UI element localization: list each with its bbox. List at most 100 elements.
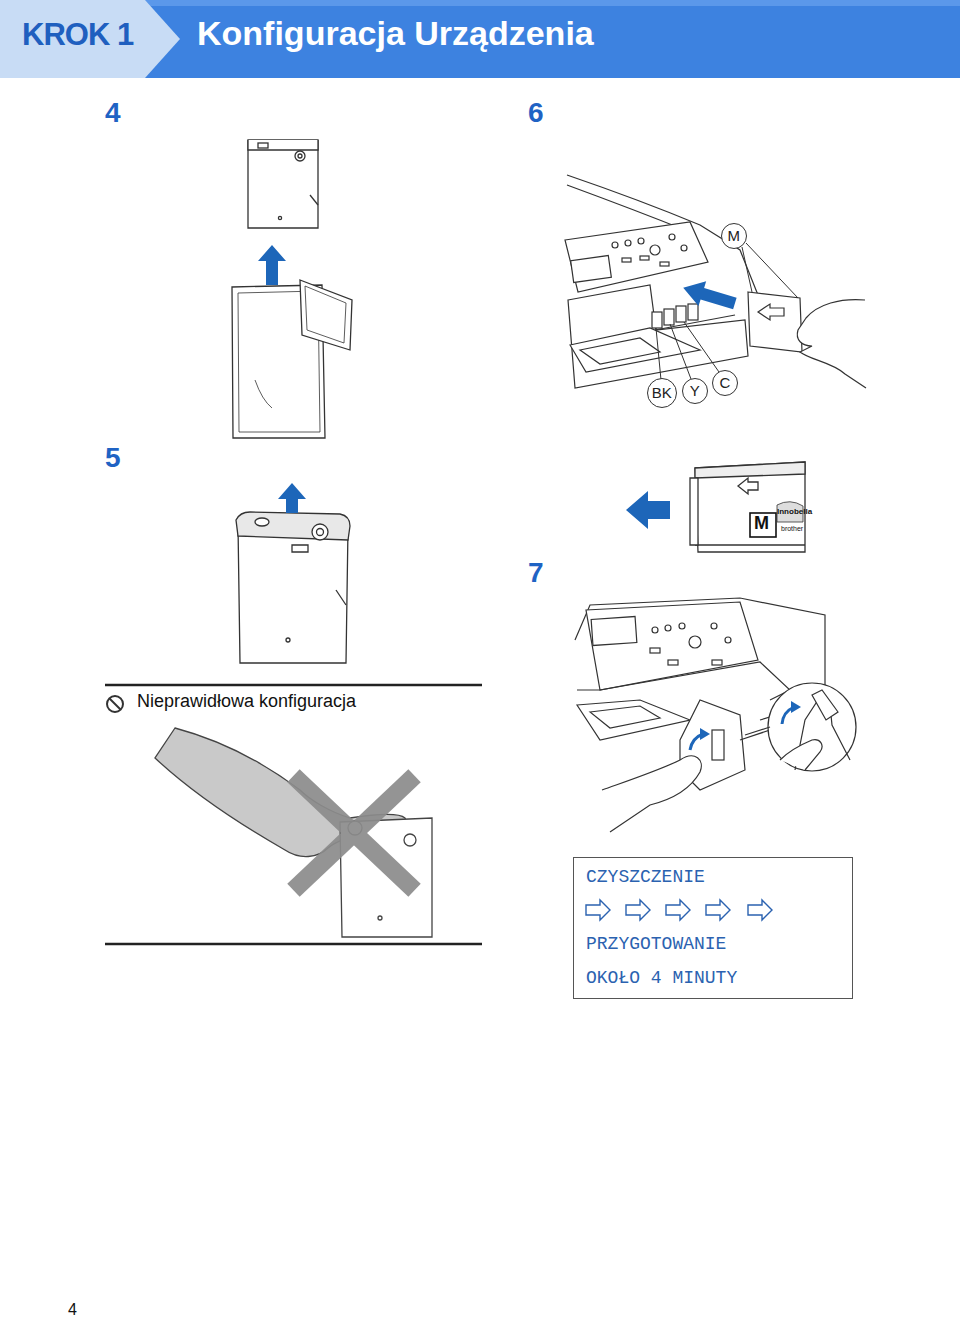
printer-step6 — [565, 175, 760, 388]
up-arrow-part — [258, 245, 286, 285]
printer-step7 — [575, 598, 856, 832]
leader-lines-part — [656, 328, 661, 380]
cartridge-step7 — [690, 462, 805, 552]
printer-step6-part — [565, 222, 708, 292]
hand-cartridge-step6-part — [758, 304, 784, 320]
printer-step7-part — [712, 730, 724, 760]
cartridge-unpack-part — [310, 195, 318, 205]
callout-label: Y — [690, 383, 700, 398]
cartridge-unpack-part — [248, 140, 318, 228]
cartridge-cap-part — [336, 590, 346, 605]
printer-step6-part — [638, 238, 644, 244]
rule-lines-part — [105, 684, 482, 686]
callout-label: BK — [652, 385, 672, 400]
printer-step7-part — [665, 625, 671, 631]
progress-arrows-part — [586, 900, 610, 920]
header-band-part — [0, 0, 960, 78]
cartridge-step7-part — [695, 544, 805, 545]
printer-step6-part — [676, 306, 686, 322]
printer-step6-part — [652, 312, 662, 328]
cartridge-step7-part — [695, 462, 805, 552]
cartridge-unpack — [232, 140, 352, 438]
printer-step6-part — [688, 304, 698, 320]
lcd-message: OKOŁO 4 MINUTY — [586, 969, 737, 989]
wrong-hand-part — [378, 916, 382, 920]
progress-arrows-part — [666, 900, 690, 920]
printer-step7-part — [725, 637, 731, 643]
step-number: 4 — [105, 98, 121, 129]
printer-step6-part — [681, 245, 687, 251]
wrong-hand — [155, 728, 432, 937]
prohibition-icon-part — [110, 699, 121, 710]
lcd-display: CZYSZCZENIE PRZYGOTOWANIE OKOŁO 4 MINUTY — [573, 857, 853, 999]
left-arrow-part — [626, 491, 670, 529]
cartridge-cap — [236, 512, 350, 663]
cartridge-unpack-part — [298, 154, 302, 158]
step-number: 5 — [105, 443, 121, 474]
page-number: 4 — [68, 1301, 77, 1317]
curved-arrowheads-part — [700, 728, 710, 740]
color-code: M — [754, 514, 769, 534]
printer-step6-part — [580, 338, 660, 364]
curved-arrows — [690, 707, 794, 750]
printer-step7-part — [689, 636, 701, 648]
callout-circle: C — [712, 370, 738, 396]
progress-arrows-part — [626, 900, 650, 920]
printer-step6-part — [660, 262, 669, 266]
progress-arrows-part — [748, 900, 772, 920]
printer-step7-part — [591, 616, 637, 645]
leader-lines — [656, 243, 798, 380]
step-number: 7 — [528, 558, 544, 589]
callout-circle: M — [721, 223, 747, 249]
printer-step7-part — [745, 727, 770, 735]
printer-step6-part — [655, 315, 735, 330]
leader-lines-part — [746, 243, 798, 298]
printer-step6-part — [570, 328, 700, 372]
printer-step7-part — [652, 627, 658, 633]
hand-cartridge-step6-part — [797, 300, 866, 388]
prohibition-icon — [107, 696, 123, 712]
cartridge-unpack-part — [248, 140, 318, 150]
cartridge-cap-part — [317, 529, 324, 536]
cartridge-unpack-part — [258, 143, 268, 148]
left-arrow — [679, 275, 738, 316]
cartridge-cap-part — [236, 512, 350, 540]
wrong-hand-part — [404, 834, 416, 846]
printer-step7-part — [650, 648, 660, 653]
printer-step7-part — [577, 700, 690, 740]
warning-heading: Nieprawidłowa konfiguracja — [137, 692, 356, 712]
step-label: KROK 1 — [22, 18, 133, 52]
cartridge-unpack-part — [295, 151, 305, 161]
printer-step7-part — [711, 623, 717, 629]
printer-step6-part — [622, 258, 631, 262]
printer-step6-part — [650, 245, 660, 255]
hand-cartridge-step6-part — [748, 292, 802, 352]
cartridge-cap-part — [312, 524, 328, 540]
cartridge-unpack-part — [278, 216, 281, 219]
callout-circle: Y — [682, 378, 708, 404]
lcd-message: CZYSZCZENIE — [586, 868, 705, 888]
cartridge-cap-part — [286, 638, 290, 642]
cartridge-unpack-part — [255, 380, 272, 408]
up-arrow — [278, 483, 306, 513]
cartridge-cap-part — [292, 545, 308, 552]
prohibition-icon-part — [107, 696, 123, 712]
printer-step6-part — [669, 234, 675, 240]
printer-step7-part — [812, 690, 838, 720]
printer-step6-part — [664, 309, 674, 325]
lcd-message: PRZYGOTOWANIE — [586, 935, 726, 955]
curved-arrowheads-part — [791, 701, 801, 713]
leader-lines-part — [742, 247, 752, 292]
printer-step7-part — [668, 660, 678, 665]
printer-step7-part — [679, 623, 685, 629]
callout-circle: BK — [647, 378, 677, 408]
printer-step7-part — [780, 740, 822, 770]
printer-step6-part — [612, 242, 618, 248]
left-arrow — [626, 491, 670, 529]
progress-arrows — [586, 900, 772, 920]
callout-label: C — [719, 375, 730, 390]
printer-step6-part — [625, 240, 631, 246]
printer-step6-part — [640, 256, 649, 260]
